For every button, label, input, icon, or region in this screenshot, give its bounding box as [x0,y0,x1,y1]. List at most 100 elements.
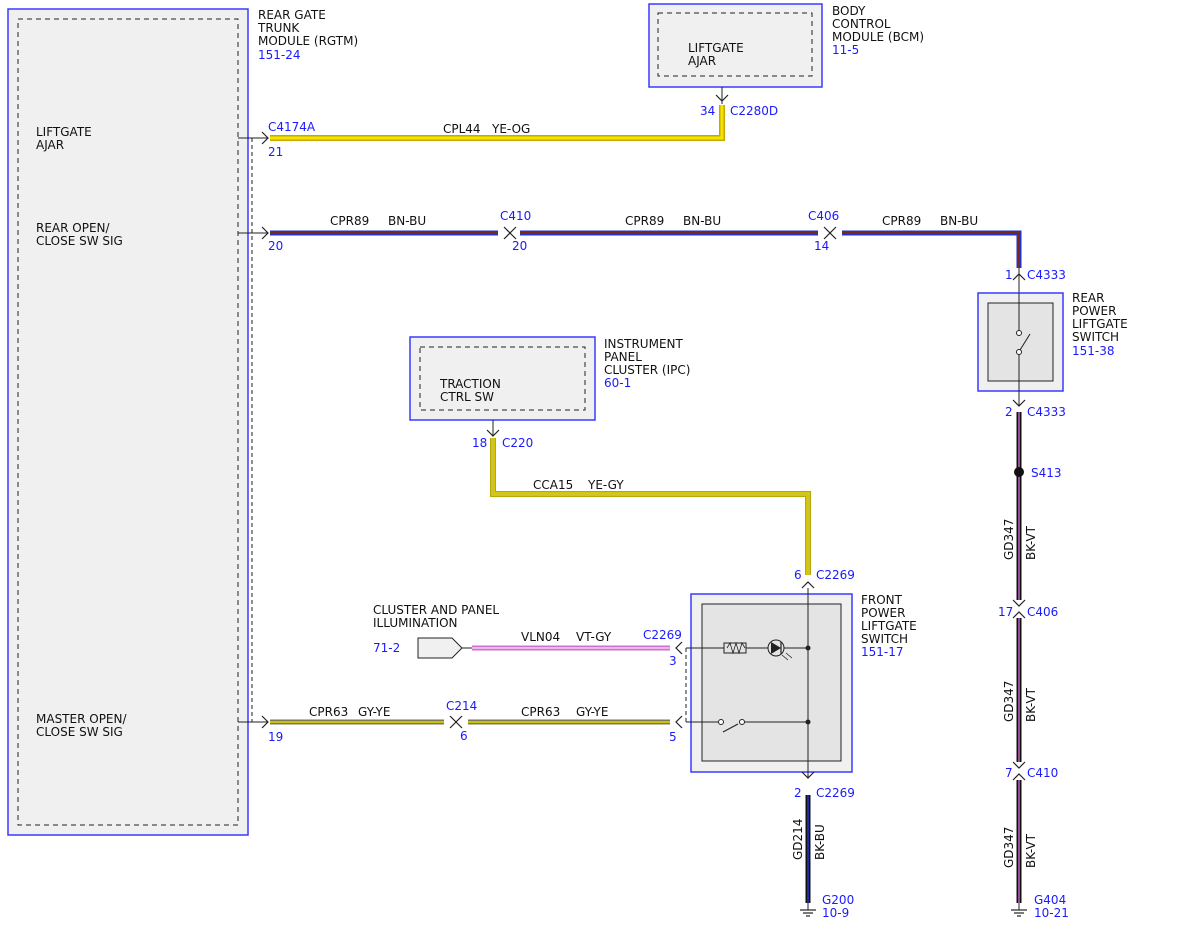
wire-cpr89-color-2: BN-BU [683,214,721,228]
wire-gd214-color: BK-BU [813,824,827,860]
wire-cpr63-color-2: GY-YE [576,705,608,719]
illumination-ref[interactable]: 71-2 [373,641,400,655]
rgtm-signal-liftgate-ajar-1: LIFTGATE [36,125,92,139]
illumination-and-vln04: CLUSTER AND PANEL ILLUMINATION 71-2 VLN0… [373,603,683,668]
splice-s413[interactable]: S413 [1031,466,1062,480]
rear-switch-ref[interactable]: 151-38 [1072,344,1115,358]
front-switch-title-2: POWER [861,606,905,620]
connector-c220[interactable]: C220 [502,436,533,450]
connector-c406-right[interactable]: C406 [1027,605,1058,619]
pin-21: 21 [268,145,283,159]
pin-14: 14 [814,239,829,253]
rgtm-signal-rear-open-2: CLOSE SW SIG [36,234,123,248]
pin-18: 18 [472,436,487,450]
wire-gd347-color-1: BK-VT [1024,525,1038,560]
connector-c4333-bottom[interactable]: C4333 [1027,405,1066,419]
wire-cpr63-color-1: GY-YE [358,705,390,719]
wire-gd347: S413 GD347 BK-VT 17 C406 GD347 BK-VT 7 C… [998,412,1069,920]
connector-c2269-bottom[interactable]: C2269 [816,786,855,800]
bcm-signal-1: LIFTGATE [688,41,744,55]
wire-vln04-circuit: VLN04 [521,630,560,644]
wire-vln04-color: VT-GY [576,630,612,644]
front-switch-ref[interactable]: 151-17 [861,645,904,659]
wire-gd347-circuit-2: GD347 [1002,681,1016,722]
wire-cpr89-circuit-3: CPR89 [882,214,921,228]
wire-gd347-circuit-1: GD347 [1002,519,1016,560]
ipc-title-2: PANEL [604,350,642,364]
illumination-title-2: ILLUMINATION [373,616,458,630]
wire-cpr89-color-3: BN-BU [940,214,978,228]
bcm-signal-2: AJAR [688,54,716,68]
ground-g200[interactable]: G200 [822,893,854,907]
connector-c2269-vln[interactable]: C2269 [643,628,682,642]
wire-cpr63: CPR63 GY-YE CPR63 GY-YE 19 C214 6 5 [258,699,683,744]
connector-c4174a[interactable]: C4174A [268,120,316,134]
connector-c2269-top[interactable]: C2269 [816,568,855,582]
ipc-title-3: CLUSTER (IPC) [604,363,690,377]
rear-switch-title-1: REAR [1072,291,1104,305]
ground-g404-ref[interactable]: 10-21 [1034,906,1069,920]
wire-gd214: 2 C2269 GD214 BK-BU G200 10-9 [791,771,855,920]
pin-5: 5 [669,730,677,744]
rgtm-signal-rear-open-1: REAR OPEN/ [36,221,111,235]
rear-switch-title-4: SWITCH [1072,330,1119,344]
front-switch-title-4: SWITCH [861,632,908,646]
wire-cpr89-color-1: BN-BU [388,214,426,228]
pin-3: 3 [669,654,677,668]
wire-cca15: CCA15 YE-GY 6 C2269 [490,438,855,589]
connector-c406-top[interactable]: C406 [808,209,839,223]
ipc-title-1: INSTRUMENT [604,337,683,351]
ground-g404[interactable]: G404 [1034,893,1066,907]
ground-g200-ref[interactable]: 10-9 [822,906,849,920]
pin-20-rgtm: 20 [268,239,283,253]
pin-7: 7 [1005,766,1013,780]
rgtm-title-1: REAR GATE [258,8,326,22]
wire-gd347-color-3: BK-VT [1024,833,1038,868]
front-switch-title-1: FRONT [861,593,903,607]
pin-1: 1 [1005,268,1013,282]
front-liftgate-switch: FRONT POWER LIFTGATE SWITCH 151-17 [685,588,917,778]
bcm-title-1: BODY [832,4,866,18]
ipc-ref[interactable]: 60-1 [604,376,631,390]
connector-c410-right[interactable]: C410 [1027,766,1058,780]
bcm-module: LIFTGATE AJAR BODY CONTROL MODULE (BCM) … [648,3,924,88]
illumination-title-1: CLUSTER AND PANEL [373,603,499,617]
bcm-title-2: CONTROL [832,17,891,31]
pin-2-c4333: 2 [1005,405,1013,419]
pin-20-c410: 20 [512,239,527,253]
wire-gd347-circuit-3: GD347 [1002,827,1016,868]
wire-cca15-color: YE-GY [587,478,624,492]
rgtm-signal-master-open-2: CLOSE SW SIG [36,725,123,739]
front-switch-title-3: LIFTGATE [861,619,917,633]
bcm-ref[interactable]: 11-5 [832,43,859,57]
wire-gd347-color-2: BK-VT [1024,687,1038,722]
connector-c410-top[interactable]: C410 [500,209,531,223]
wire-cpr63-circuit-1: CPR63 [309,705,348,719]
connector-c4333-top[interactable]: C4333 [1027,268,1066,282]
rear-switch-title-2: POWER [1072,304,1116,318]
rgtm-signal-liftgate-ajar-2: AJAR [36,138,64,152]
rear-switch-title-3: LIFTGATE [1072,317,1128,331]
pin-17: 17 [998,605,1013,619]
wire-cpl44-color: YE-OG [491,122,530,136]
ipc-signal-2: CTRL SW [440,390,494,404]
wire-cpr89-circuit-1: CPR89 [330,214,369,228]
ipc-module: TRACTION CTRL SW INSTRUMENT PANEL CLUSTE… [409,336,690,450]
wire-cpl44: C4174A 21 CPL44 YE-OG 34 C2280D [258,87,778,159]
rgtm-title-3: MODULE (RGTM) [258,34,358,48]
wire-cpr89: CPR89 BN-BU CPR89 BN-BU CPR89 BN-BU 20 C… [258,209,1022,268]
connector-c2280d[interactable]: C2280D [730,104,778,118]
wire-cca15-circuit: CCA15 [533,478,573,492]
pin-6-c214: 6 [460,729,468,743]
wire-gd214-circuit: GD214 [791,819,805,860]
splice-s413-dot [1014,467,1024,477]
connector-c214[interactable]: C214 [446,699,477,713]
pin-2-c2269: 2 [794,786,802,800]
pin-34: 34 [700,104,715,118]
rgtm-title-2: TRUNK [257,21,300,35]
wire-cpl44-circuit: CPL44 [443,122,481,136]
rgtm-ref[interactable]: 151-24 [258,48,301,62]
rgtm-module: REAR GATE TRUNK MODULE (RGTM) 151-24 LIF… [7,8,358,836]
ipc-signal-1: TRACTION [439,377,501,391]
